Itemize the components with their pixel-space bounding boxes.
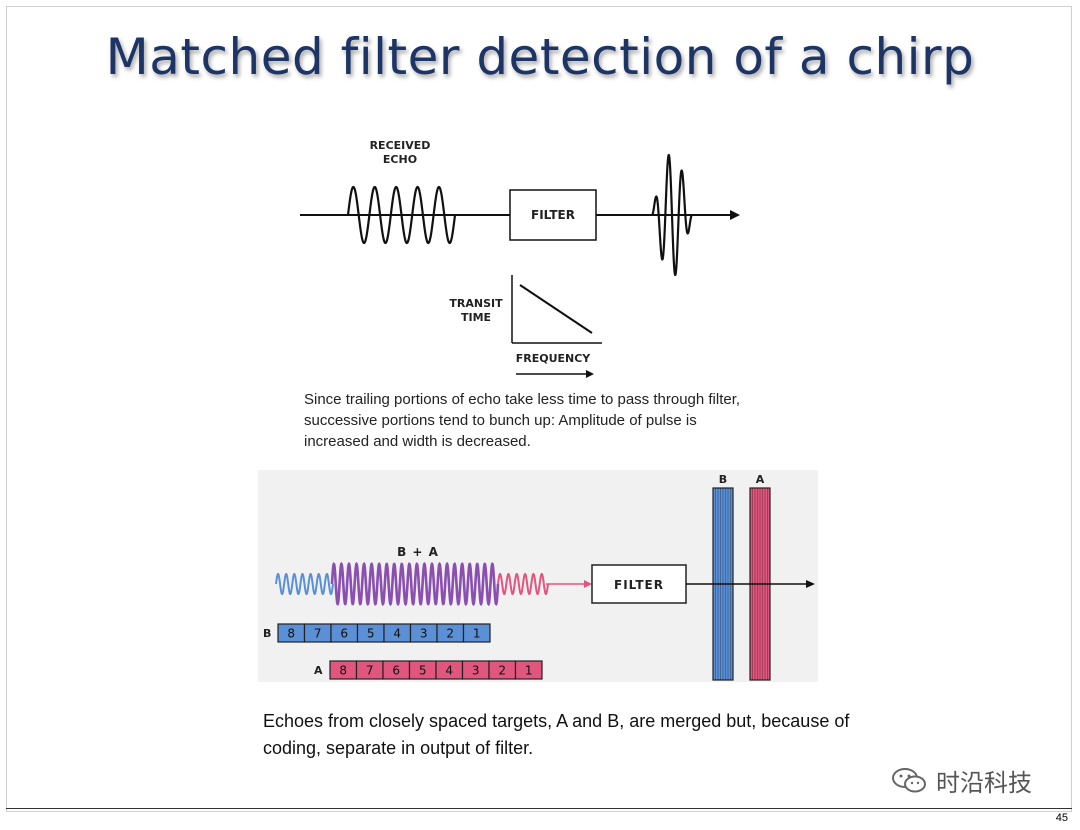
filter-box (509, 189, 597, 241)
top-caption: Since trailing portions of echo take les… (304, 391, 741, 450)
input-arrowhead (584, 580, 592, 588)
row-a-cell-label: 7 (366, 664, 374, 678)
transit-slope-line (519, 284, 593, 334)
coded-targets-diagram: B + A FILTER B A B 8 7 6 5 4 3 2 1 A 8 7 6 5 4 3 2 1 (258, 470, 818, 682)
row-b-cell-label: 6 (340, 627, 348, 641)
output-arrowhead (730, 210, 740, 220)
blue-echo-wave (275, 572, 334, 596)
row-a-cell-label: 2 (498, 664, 506, 678)
page-number: 45 (1055, 812, 1068, 824)
received-echo-label-2: ECHO (383, 153, 417, 166)
row-b-cell-label: 7 (314, 627, 322, 641)
row-b-cell-label: 5 (367, 627, 375, 641)
row-a-label: A (314, 664, 323, 677)
received-echo-label-1: RECEIVED (370, 139, 431, 152)
frequency-label: FREQUENCY (516, 352, 592, 365)
row-b-cell-label: 2 (446, 627, 454, 641)
frequency-arrowhead (586, 370, 594, 378)
compressed-pulse (651, 153, 693, 277)
slide-frame (6, 6, 1072, 812)
row-a-cell-label: 6 (392, 664, 400, 678)
output-label-a: A (756, 473, 765, 486)
transit-time-label-2: TIME (461, 311, 491, 324)
row-b-cell-label: 4 (393, 627, 401, 641)
row-a-cell-label: 5 (419, 664, 427, 678)
merged-echo-wave (330, 561, 500, 607)
watermark-text: 时沿科技 (936, 769, 1032, 797)
slide-title: Matched filter detection of a chirp (105, 28, 975, 86)
output-label-b: B (719, 473, 727, 486)
row-a-cell-label: 1 (525, 664, 533, 678)
pink-echo-wave (497, 573, 549, 595)
row-a-cell (514, 660, 543, 680)
code-row-a: 8 7 6 5 4 3 2 1 (329, 660, 543, 680)
filter-label-2: FILTER (614, 578, 664, 592)
output-pulse-a (749, 487, 771, 681)
row-b-cell-label: 8 (287, 627, 295, 641)
row-b-cell-label: 1 (473, 627, 481, 641)
merged-label: B + A (397, 545, 439, 559)
row-b-label: B (263, 627, 271, 640)
row-b-cell-label: 3 (420, 627, 428, 641)
filter-label: FILTER (531, 208, 575, 222)
output-arrowhead-2 (806, 580, 815, 588)
chirp-filter-diagram: RECEIVED ECHO FILTER TRANSIT TIME FREQUE… (300, 139, 740, 378)
echo-waveform (346, 185, 457, 245)
watermark: 时沿科技 (890, 763, 1032, 798)
code-row-b: 8 7 6 5 4 3 2 1 (277, 623, 491, 643)
row-a-cell-label: 8 (339, 664, 347, 678)
row-a-cell-label: 4 (445, 664, 453, 678)
footer-rule (6, 808, 1072, 809)
bottom-caption: Echoes from closely spaced targets, A an… (263, 711, 850, 758)
row-a-cell-label: 3 (472, 664, 480, 678)
transit-time-label-1: TRANSIT (449, 297, 503, 310)
row-b-cell (462, 623, 491, 643)
wechat-icon (892, 767, 926, 792)
